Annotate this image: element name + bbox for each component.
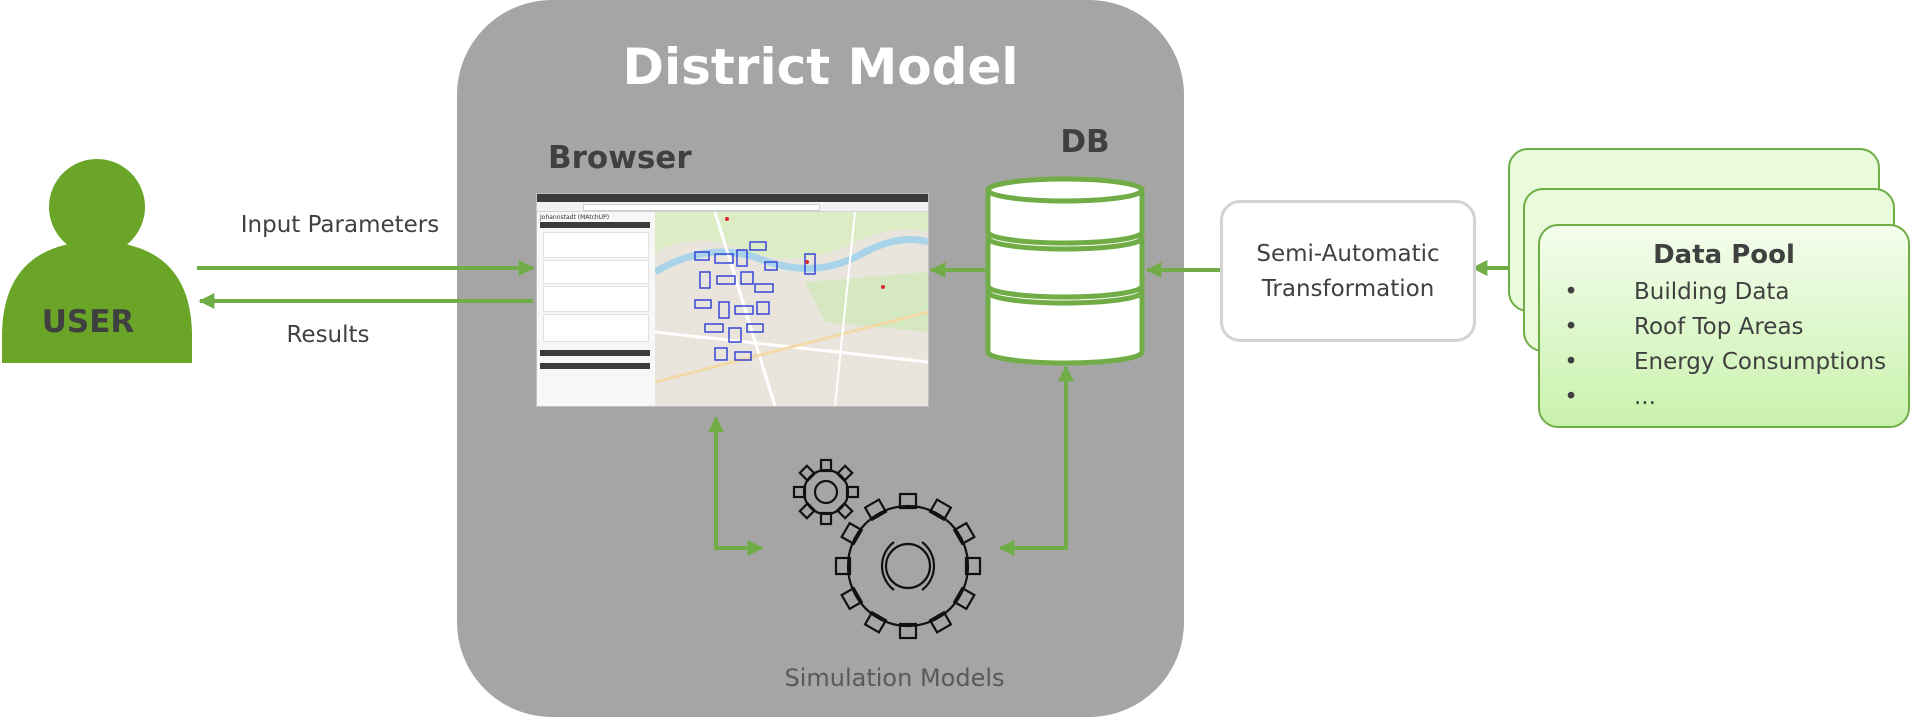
results-label: Results bbox=[286, 322, 370, 348]
gear-icon bbox=[792, 458, 982, 640]
browser-address-bar bbox=[537, 202, 928, 212]
user-head bbox=[49, 159, 145, 255]
database-icon bbox=[985, 176, 1145, 366]
user-icon bbox=[2, 159, 192, 363]
data-pool-title: Data Pool bbox=[1653, 240, 1795, 270]
browser-screenshot: Johannstadt (MAtchUP) bbox=[536, 193, 929, 407]
data-pool-card: Data Pool •Building Data •Roof Top Areas… bbox=[1538, 224, 1910, 428]
db-label: DB bbox=[1060, 124, 1110, 160]
user-label: USER bbox=[41, 304, 135, 340]
transformation-box: Semi-Automatic Transformation bbox=[1220, 200, 1476, 342]
browser-side-panel: Johannstadt (MAtchUP) bbox=[537, 212, 655, 406]
transformation-line2: Transformation bbox=[1261, 276, 1435, 302]
district-model-title: District Model bbox=[622, 38, 1019, 96]
browser-panel-title: Johannstadt (MAtchUP) bbox=[540, 214, 610, 221]
browser-map-view bbox=[653, 211, 928, 406]
map-graphic bbox=[653, 211, 928, 406]
input-parameters-label: Input Parameters bbox=[240, 212, 440, 238]
simulation-models-label: Simulation Models bbox=[784, 664, 1005, 692]
user-body bbox=[2, 241, 192, 363]
browser-label: Browser bbox=[548, 140, 692, 176]
transformation-line1: Semi-Automatic bbox=[1256, 241, 1440, 267]
browser-simulation-arrow bbox=[708, 416, 764, 556]
browser-tab-bar bbox=[537, 194, 928, 202]
db-simulation-arrow bbox=[998, 365, 1074, 556]
